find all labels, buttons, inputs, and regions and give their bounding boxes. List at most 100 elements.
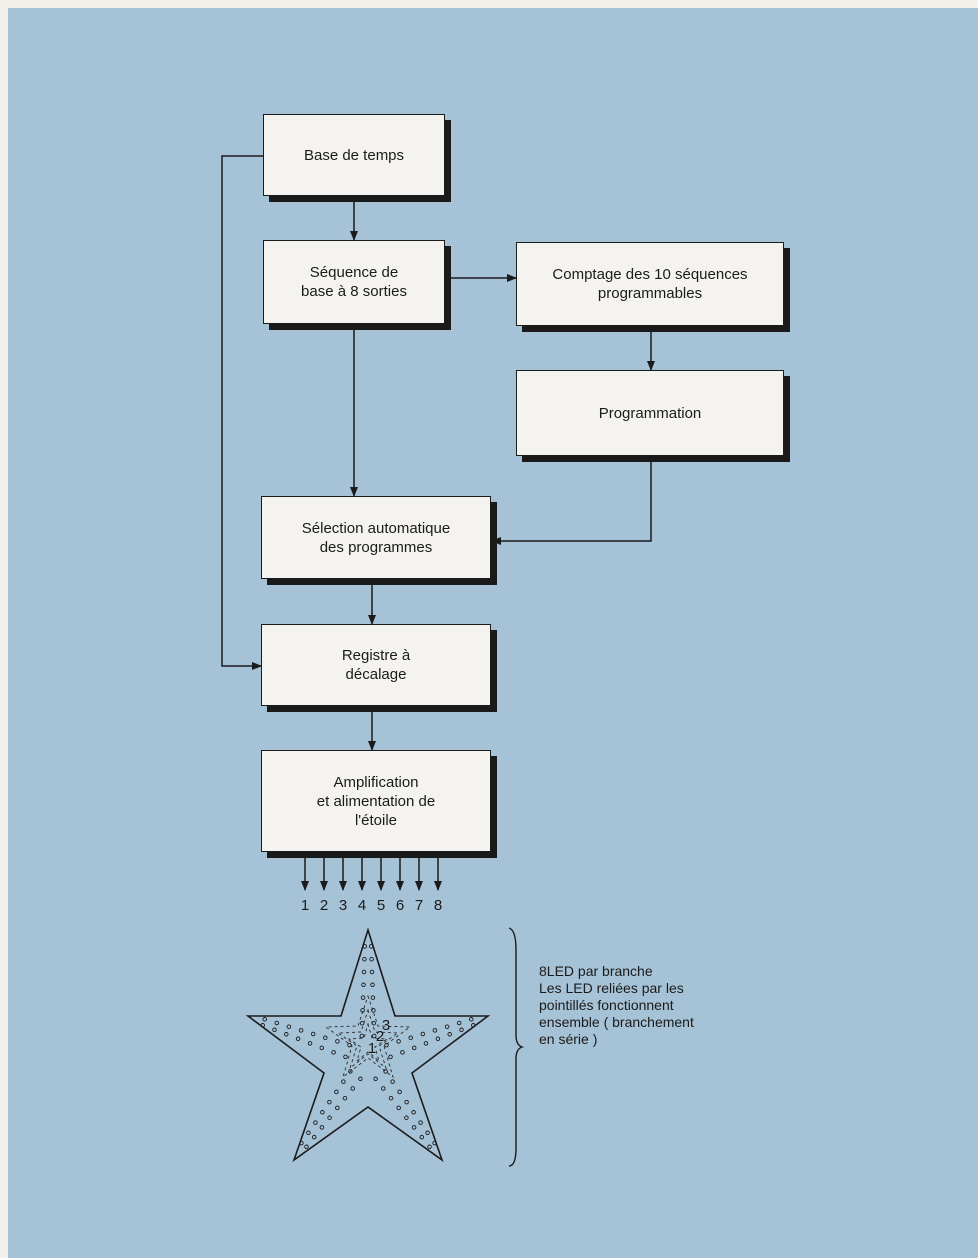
led-dot (341, 1079, 346, 1084)
led-dot (327, 1115, 332, 1120)
star-inner-ring-2 (336, 1008, 400, 1070)
led-dot (370, 982, 375, 988)
led-dot (383, 1069, 388, 1074)
led-dot (304, 1144, 309, 1150)
led-dot (459, 1027, 464, 1033)
led-dot (381, 1086, 386, 1091)
led-dot (298, 1028, 304, 1033)
star-outline (245, 927, 491, 1163)
led-dot (361, 969, 367, 975)
led-dot (396, 1039, 401, 1044)
led-dot (327, 1099, 332, 1105)
led-dot (307, 1041, 313, 1046)
block-label-line: décalage (345, 666, 407, 683)
led-dot (360, 995, 366, 1000)
led-dot (397, 1089, 402, 1095)
led-dot (388, 1095, 394, 1101)
block-label-line: Amplification (333, 773, 419, 791)
note-brace (508, 927, 525, 1167)
led-dot (423, 1041, 429, 1046)
led-dot (334, 1089, 339, 1095)
star-drawing: 1 2 3 (245, 927, 491, 1163)
led-dot (319, 1045, 325, 1051)
led-dot (360, 1008, 365, 1013)
led-dot (310, 1031, 316, 1037)
led-dot (286, 1024, 292, 1029)
led-dot (284, 1032, 289, 1037)
note-line: pointillés fonctionnent (539, 997, 674, 1013)
led-dot (348, 1069, 353, 1074)
led-dot (342, 1095, 348, 1101)
note-line: 8LED par branche (539, 963, 653, 979)
block-label-line: base à 8 sorties (301, 283, 407, 300)
led-dot (411, 1110, 416, 1115)
led-dot (362, 956, 367, 962)
led-dot (456, 1020, 462, 1026)
block-label-line: Programmation (598, 404, 702, 422)
note-line: Les LED reliées par les (539, 980, 684, 996)
block-label-line: Séquence de (309, 264, 399, 281)
led-dot (272, 1027, 277, 1033)
led-dot (299, 1140, 304, 1146)
star-note: 8LED par branche Les LED reliées par les… (539, 963, 694, 1048)
led-dot (350, 1086, 355, 1091)
led-dot (420, 1031, 426, 1037)
led-dot (432, 1140, 437, 1146)
block-amplification: Amplification et alimentation de l'étoil… (261, 750, 491, 852)
led-dot (347, 1042, 352, 1048)
led-dot (411, 1045, 417, 1051)
led-dot (362, 944, 368, 949)
led-dots (260, 944, 476, 1150)
block-label-line: Comptage des 10 séquences (552, 266, 748, 283)
block-registre-a-decalage: Registre à décalage (261, 624, 491, 706)
led-dot (361, 982, 366, 988)
block-label-line: l'étoile (354, 811, 398, 829)
led-dot (388, 1054, 393, 1060)
led-dot (396, 1105, 401, 1111)
led-dot (404, 1099, 409, 1105)
led-dot (359, 1020, 365, 1026)
led-dot (371, 1033, 377, 1039)
block-label-line: Base de temps (303, 146, 405, 164)
block-label-line: et alimentation de (316, 792, 436, 810)
block-base-de-temps: Base de temps (263, 114, 445, 196)
output-label-2: 2 (320, 897, 328, 914)
output-label-8: 8 (434, 897, 442, 914)
led-dot (373, 1076, 378, 1082)
led-dot (274, 1020, 280, 1026)
star-inner-ring-3 (324, 994, 412, 1079)
output-numbers: 1 2 3 4 5 6 7 8 (301, 897, 442, 914)
ring-label-1: 1 (368, 1040, 376, 1057)
led-dot (425, 1130, 430, 1136)
led-dot (319, 1125, 325, 1130)
led-dot (471, 1023, 476, 1028)
led-dot (306, 1130, 311, 1136)
ring-label-2: 2 (376, 1028, 384, 1045)
led-dot (370, 995, 376, 1000)
output-label-7: 7 (415, 897, 423, 914)
block-label-line: Sélection automatique (301, 519, 451, 537)
block-comptage-sequences: Comptage des 10 séquences programmables (516, 242, 784, 326)
arrow-base-to-registre (221, 155, 263, 670)
block-label-line: Registre à (341, 647, 411, 664)
output-arrows (301, 852, 442, 891)
led-dot (408, 1035, 413, 1040)
led-dot (260, 1023, 265, 1028)
led-dot (323, 1035, 328, 1040)
block-programmation: Programmation (516, 370, 784, 456)
led-dot (371, 1020, 377, 1026)
led-dot (435, 1036, 441, 1042)
led-dot (371, 1008, 376, 1013)
output-label-4: 4 (358, 897, 366, 914)
led-dot (418, 1120, 423, 1125)
led-dot (447, 1032, 452, 1037)
diagram-background (8, 8, 978, 1258)
note-line: en série ) (539, 1031, 598, 1047)
led-dot (295, 1036, 301, 1042)
note-line: ensemble ( branchement (539, 1014, 694, 1030)
led-dot (343, 1054, 348, 1060)
block-label-line: des programmes (319, 538, 433, 556)
output-label-1: 1 (301, 897, 309, 914)
block-label-line: programmables (597, 285, 703, 302)
